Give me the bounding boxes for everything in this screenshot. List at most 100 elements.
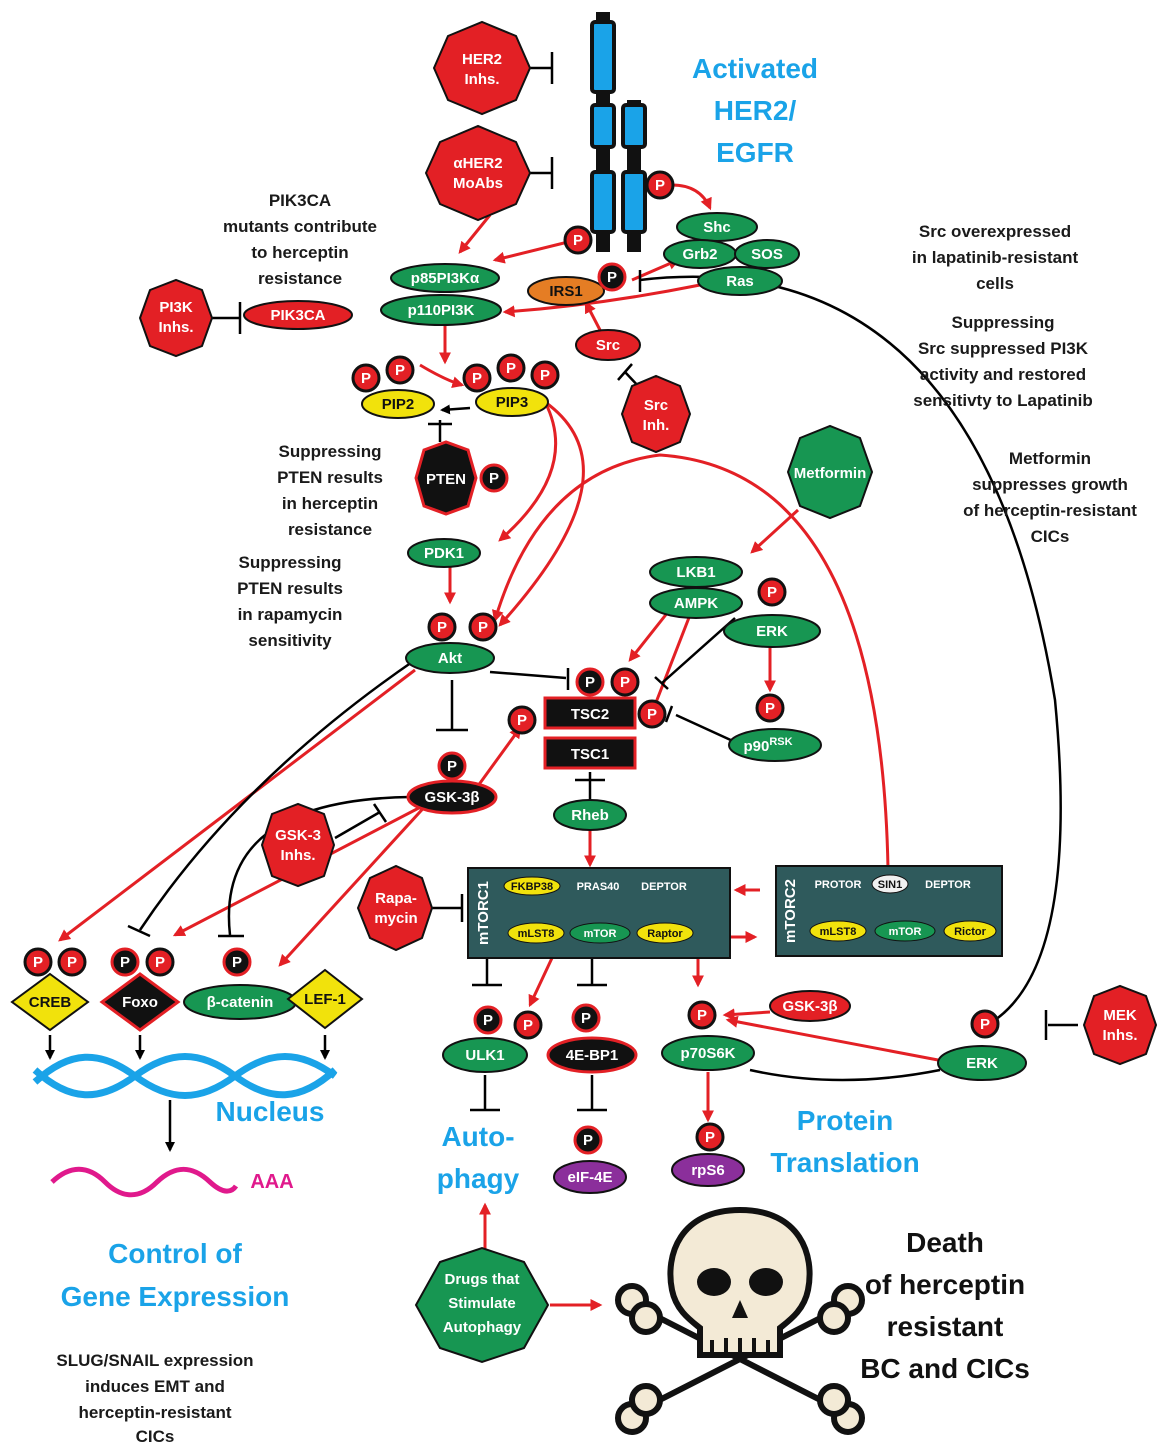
drugs-1: Drugs that [445, 1271, 520, 1288]
gsk3b-label: GSK-3β [425, 789, 480, 806]
node-gsk3b-right: GSK-3β [769, 990, 851, 1022]
4ebp1-label: 4E-BP1 [566, 1047, 619, 1064]
phosphate-label: P [705, 1129, 715, 1146]
heading-activated-2: HER2/ [714, 95, 797, 126]
phosphate-label: P [765, 700, 775, 717]
note-src-suppressed: Suppressing Src suppressed PI3K activity… [913, 313, 1092, 410]
note-pik3ca-4: resistance [258, 269, 342, 288]
node-erk: ERK [723, 614, 821, 648]
phosphate-label: P [395, 362, 405, 379]
phosphate-label: P [472, 370, 482, 387]
note-pten-h-4: resistance [288, 520, 372, 539]
phosphate-circle [571, 1003, 601, 1033]
phosphate-label: P [607, 269, 617, 286]
phosphate-circle [637, 699, 667, 729]
phosphate-marker: P [563, 225, 593, 255]
phosphate-circle [513, 1010, 543, 1040]
phosphate-label: P [980, 1016, 990, 1033]
metformin: Metformin [786, 424, 874, 520]
note-pik3ca: PIK3CA mutants contribute to herceptin r… [223, 191, 377, 288]
note-metformin-4: CICs [1031, 527, 1070, 546]
connectors [45, 52, 1078, 1311]
node-pip3: PIP3 [475, 387, 549, 417]
akt-label: Akt [438, 650, 462, 667]
metformin-label: Metformin [794, 465, 867, 482]
rapamycin-2: mycin [374, 910, 417, 927]
note-slug-4: CICs [136, 1427, 175, 1442]
ampk-label: AMPK [674, 595, 718, 612]
drugs-3: Autophagy [443, 1319, 522, 1336]
note-src-supp-3: activity and restored [920, 365, 1086, 384]
tsc2-label: TSC2 [571, 706, 609, 723]
heading-nucleus: Nucleus [216, 1096, 325, 1127]
phosphate-label: P [581, 1010, 591, 1027]
pip2-label: PIP2 [382, 396, 415, 413]
note-slug-1: SLUG/SNAIL expression [56, 1351, 253, 1370]
heading-autophagy-2: phagy [437, 1163, 520, 1194]
gsk3-inhibitors: GSK-3 Inhs. [260, 802, 336, 888]
node-lkb1: LKB1 [649, 556, 743, 588]
phosphate-marker: P [571, 1003, 601, 1033]
gsk3-inh-2: Inhs. [280, 847, 315, 864]
phosphate-label: P [478, 619, 488, 636]
mtorc2-label: mTORC2 [782, 879, 799, 943]
pi3k-inh-2: Inhs. [158, 319, 193, 336]
phosphate-circle [473, 1005, 503, 1035]
phosphate-marker: P [507, 705, 537, 735]
irs1-label: IRS1 [549, 283, 582, 300]
phosphate-marker: P [530, 360, 560, 390]
death-3: resistant [887, 1311, 1004, 1342]
skull-crossbones-icon [615, 1206, 865, 1435]
aaa-tail: AAA [250, 1171, 293, 1193]
phosphate-label: P [517, 712, 527, 729]
lef1-label: LEF-1 [304, 991, 346, 1008]
node-rheb: Rheb [553, 799, 627, 831]
phosphate-label: P [523, 1017, 533, 1034]
phosphate-marker: P [970, 1009, 1000, 1039]
pdk1-label: PDK1 [424, 545, 464, 562]
eif4e-label: eIF-4E [567, 1169, 612, 1186]
note-pten-h-2: PTEN results [277, 468, 383, 487]
rps6-label: rpS6 [691, 1162, 724, 1179]
note-pik3ca-3: to herceptin [251, 243, 348, 262]
bcatenin-label: β-catenin [207, 994, 274, 1011]
node-tsc2: TSC2 [543, 696, 637, 730]
note-metformin-3: of herceptin-resistant [963, 501, 1137, 520]
node-pten: PTEN [414, 440, 478, 516]
phosphate-marker: P [385, 355, 415, 385]
note-pten-r-1: Suppressing [239, 553, 342, 572]
src-inh-1: Src [644, 397, 668, 414]
phosphate-circle [970, 1009, 1000, 1039]
note-pten-r-3: in rapamycin [238, 605, 343, 624]
phosphate-label: P [767, 584, 777, 601]
creb-label: CREB [29, 994, 72, 1011]
phosphate-circle [757, 577, 787, 607]
node-irs1: IRS1 [527, 276, 605, 306]
phosphate-circle [530, 360, 560, 390]
note-pten-r-2: PTEN results [237, 579, 343, 598]
phosphate-circle [462, 363, 492, 393]
mtorc1-fkbp38: FKBP38 [511, 881, 553, 893]
phosphate-label: P [647, 706, 657, 723]
note-src-overexpressed: Src overexpressed in lapatinib-resistant… [912, 222, 1079, 293]
node-ulk1: ULK1 [442, 1037, 528, 1073]
aher2-moabs: αHER2 MoAbs [424, 124, 532, 222]
phosphate-label: P [67, 954, 77, 971]
phosphate-label: P [483, 1012, 493, 1029]
note-pten-herceptin: Suppressing PTEN results in herceptin re… [277, 442, 383, 539]
phosphate-marker: P [637, 699, 667, 729]
phosphate-marker: P [23, 947, 53, 977]
mek-inhibitors: MEK Inhs. [1082, 984, 1158, 1066]
note-src-over-2: in lapatinib-resistant [912, 248, 1079, 267]
heading-activated: Activated HER2/ EGFR [692, 53, 818, 168]
node-eif4e: eIF-4E [553, 1160, 627, 1194]
her2-inhibitors: HER2 Inhs. [432, 20, 532, 116]
mtorc2-protor: PROTOR [815, 879, 862, 891]
node-beta-catenin: β-catenin [183, 984, 297, 1020]
node-erk-right: ERK [937, 1045, 1027, 1081]
p90-label: p90RSK [743, 736, 792, 755]
phosphate-circle [575, 667, 605, 697]
note-src-supp-4: sensitivty to Lapatinib [913, 391, 1092, 410]
